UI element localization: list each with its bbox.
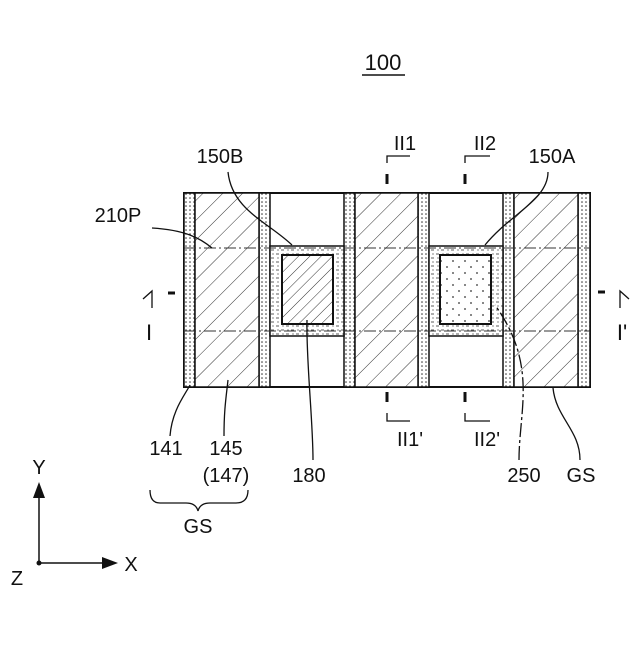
label-180: 180 — [292, 465, 325, 487]
label-145: 145 — [209, 438, 242, 460]
section-II1-prime-label: II1' — [397, 429, 423, 451]
label-250: 250 — [507, 465, 540, 487]
contact-250 — [440, 255, 491, 324]
y-axis-label: Y — [32, 457, 45, 479]
label-gs-right: GS — [567, 465, 596, 487]
gate-electrode-3 — [514, 193, 578, 387]
leader-145 — [224, 380, 228, 436]
spacer-141-a — [184, 193, 195, 387]
section-II1-arrow — [387, 156, 410, 163]
brace-gs — [150, 490, 248, 511]
gate-electrode-1 — [195, 193, 259, 387]
z-axis-dot — [37, 561, 42, 566]
leader-gs-right — [553, 388, 580, 460]
section-II2-prime-label: II2' — [474, 429, 500, 451]
spacer-b — [344, 193, 355, 387]
x-axis-label: X — [124, 554, 137, 576]
spacer-a — [259, 193, 270, 387]
spacer-c — [418, 193, 429, 387]
section-I-prime-arrow — [620, 291, 629, 308]
label-141: 141 — [149, 438, 182, 460]
z-axis-label: Z — [11, 568, 23, 590]
x-axis-arrowhead — [102, 557, 118, 569]
contact-180 — [282, 255, 333, 324]
label-150B: 150B — [197, 146, 244, 168]
section-I-label: I — [146, 320, 152, 345]
section-II2-arrow — [465, 156, 490, 163]
y-axis-arrowhead — [33, 482, 45, 498]
spacer-e — [578, 193, 590, 387]
label-150A: 150A — [529, 146, 576, 168]
gate-electrode-2 — [355, 193, 418, 387]
section-II2-prime-arrow — [465, 413, 490, 421]
leader-141 — [170, 385, 190, 436]
section-II1-label: II1 — [394, 133, 416, 155]
figure-number: 100 — [365, 50, 402, 75]
label-147: (147) — [203, 465, 250, 487]
section-I-prime-label: I' — [617, 320, 627, 345]
section-II1-prime-arrow — [387, 413, 410, 421]
label-gs-bottom: GS — [184, 516, 213, 538]
section-II2-label: II2 — [474, 133, 496, 155]
label-210P: 210P — [95, 205, 142, 227]
section-I-arrow — [143, 291, 152, 308]
